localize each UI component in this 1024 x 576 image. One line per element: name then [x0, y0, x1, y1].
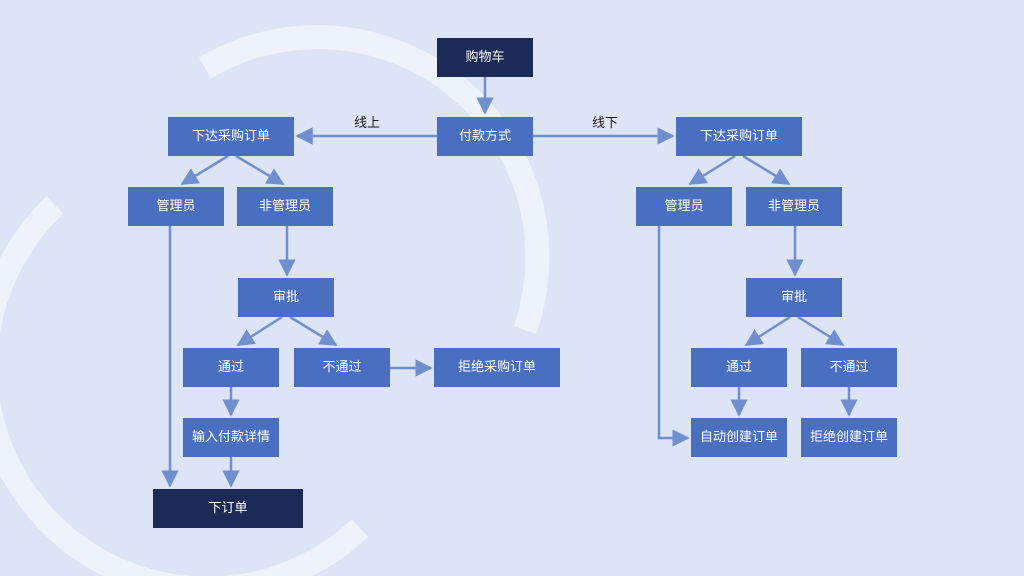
edge-label-offline: 线下 — [592, 116, 619, 131]
edge-offline-approval-to-pass — [744, 315, 791, 347]
node-cart[interactable]: 购物车 — [437, 38, 533, 77]
node-payment-method[interactable]: 付款方式 — [437, 117, 533, 156]
edge-label-online: 线上 — [354, 116, 381, 131]
node-place-order[interactable]: 下订单 — [153, 489, 303, 528]
node-offline-admin[interactable]: 管理员 — [636, 187, 732, 226]
node-online-non-admin[interactable]: 非管理员 — [237, 187, 333, 226]
node-online-admin[interactable]: 管理员 — [128, 187, 224, 226]
node-input-payment-details[interactable]: 输入付款详情 — [183, 418, 279, 457]
node-online-purchase-order[interactable]: 下达采购订单 — [168, 117, 294, 156]
node-offline-purchase-order[interactable]: 下达采购订单 — [676, 117, 802, 156]
edge-online-approval-to-pass — [236, 315, 283, 347]
edge-offline-approval-to-fail — [797, 315, 845, 347]
node-offline-pass[interactable]: 通过 — [691, 348, 787, 387]
node-reject-purchase-order[interactable]: 拒绝采购订单 — [434, 348, 560, 387]
edge-online-approval-to-fail — [289, 315, 338, 347]
background-arc-bottom — [0, 196, 369, 576]
edge-offline-po-to-nonadmin — [742, 154, 791, 186]
edge-offline-po-to-admin — [688, 154, 736, 186]
edge-online-po-to-nonadmin — [235, 154, 285, 186]
node-offline-non-admin[interactable]: 非管理员 — [746, 187, 842, 226]
node-offline-approval[interactable]: 审批 — [746, 278, 842, 317]
node-online-pass[interactable]: 通过 — [183, 348, 279, 387]
node-reject-create-order[interactable]: 拒绝创建订单 — [801, 418, 897, 457]
node-online-approval[interactable]: 审批 — [238, 278, 334, 317]
node-online-fail[interactable]: 不通过 — [294, 348, 390, 387]
background-arc-top — [198, 25, 550, 334]
node-auto-create-order[interactable]: 自动创建订单 — [691, 418, 787, 457]
edge-offline-admin-to-auto — [657, 226, 690, 447]
node-offline-fail[interactable]: 不通过 — [801, 348, 897, 387]
edge-online-po-to-admin — [180, 154, 229, 186]
